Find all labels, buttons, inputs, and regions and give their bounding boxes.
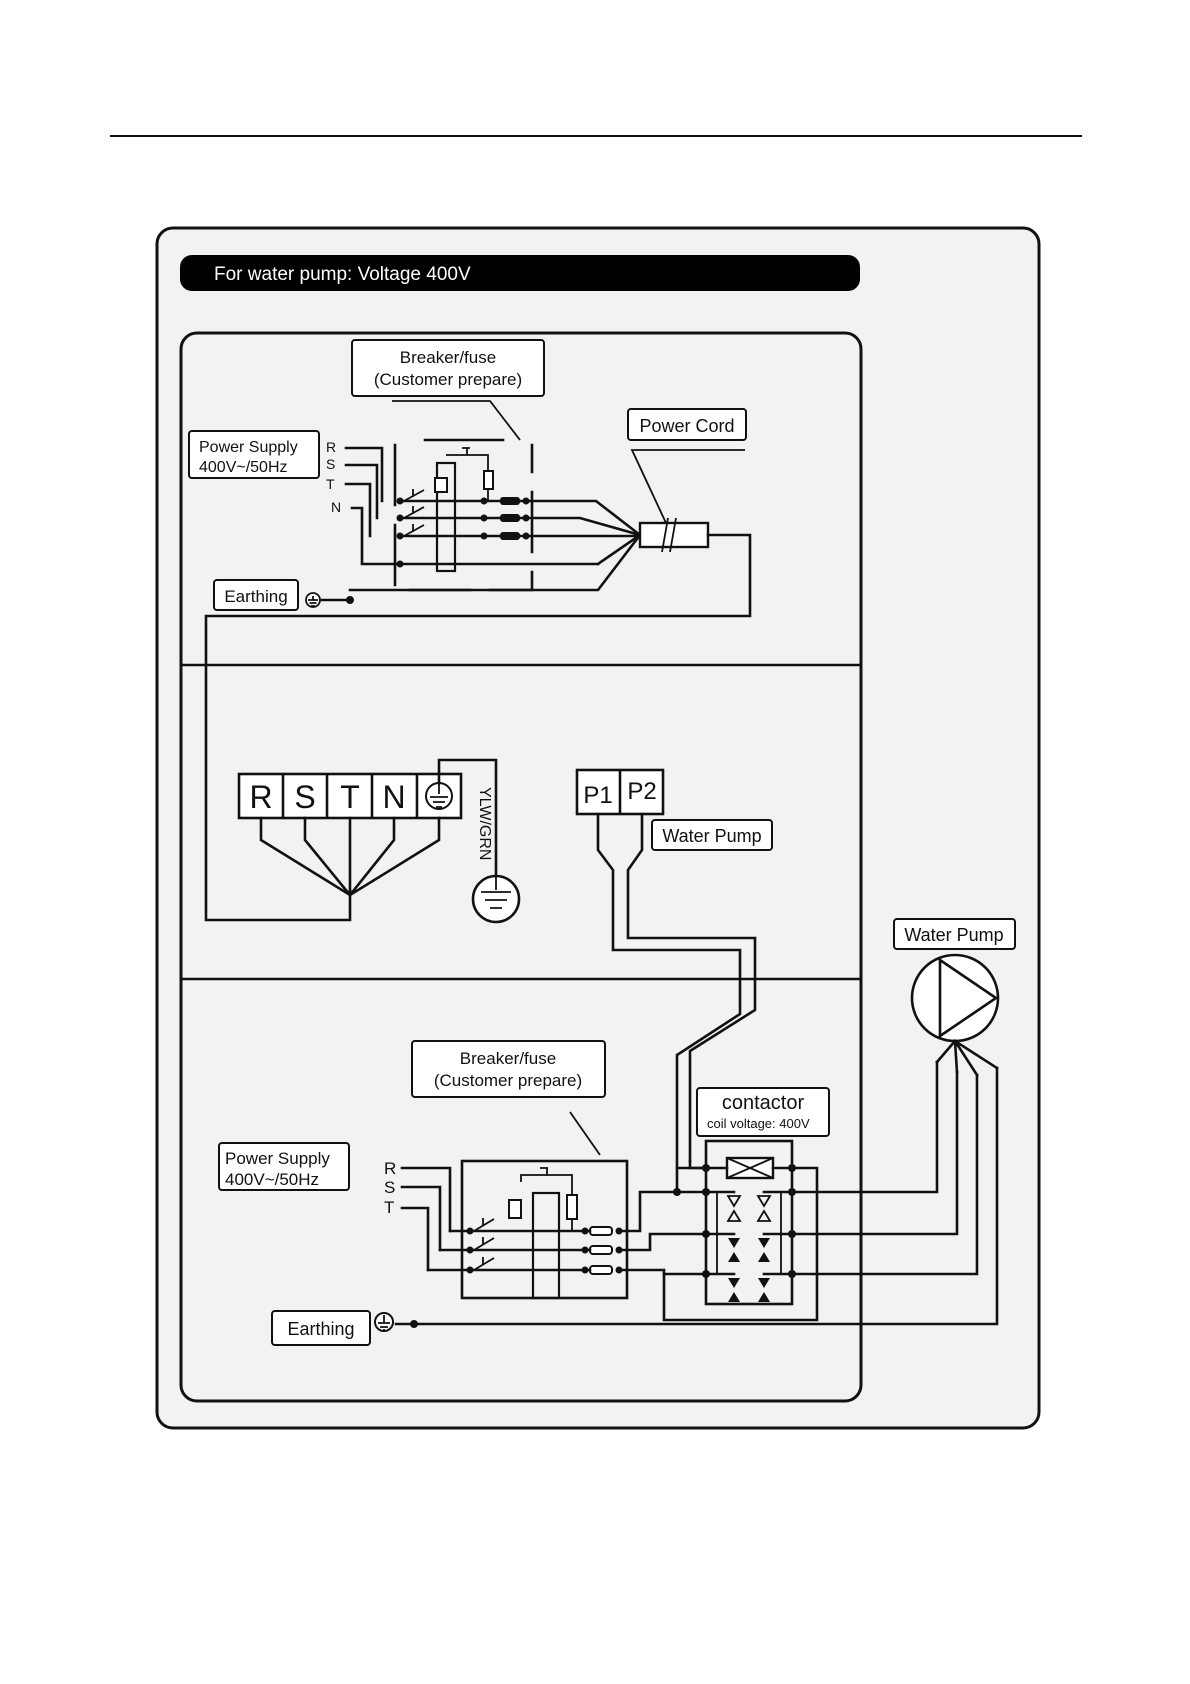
unit-frame xyxy=(181,333,861,1401)
terminal-s: S xyxy=(294,779,315,815)
bottom-breaker-label: Breaker/fuse (Customer prepare) xyxy=(412,1041,605,1097)
power-cord-text: Power Cord xyxy=(639,416,734,436)
bottom-breaker-line-2: (Customer prepare) xyxy=(434,1071,582,1090)
top-power-supply-line-1: Power Supply xyxy=(199,439,298,456)
earth-wire-color: YLW/GRN xyxy=(476,787,493,860)
top-breaker-line-2: (Customer prepare) xyxy=(374,370,522,389)
terminal-p1: P1 xyxy=(583,782,612,809)
bottom-phase-t: T xyxy=(384,1198,394,1217)
top-power-supply-line-2: 400V~/50Hz xyxy=(199,459,288,476)
bottom-breaker-line-1: Breaker/fuse xyxy=(460,1049,556,1068)
top-earthing-text: Earthing xyxy=(224,587,287,606)
top-power-supply-label: Power Supply 400V~/50Hz xyxy=(189,431,319,478)
header-bar-text: For water pump: Voltage 400V xyxy=(214,264,471,285)
bottom-earthing-text: Earthing xyxy=(287,1319,354,1339)
power-cord-label: Power Cord xyxy=(628,409,746,440)
top-phase-n: N xyxy=(331,499,341,515)
contactor-label: contactor coil voltage: 400V xyxy=(697,1088,829,1136)
terminal-block: R S T N xyxy=(239,774,461,818)
contactor-coil-voltage: coil voltage: 400V xyxy=(707,1116,810,1131)
bottom-power-supply-line-2: 400V~/50Hz xyxy=(225,1170,319,1189)
top-phase-t: T xyxy=(326,476,335,492)
top-phase-s: S xyxy=(326,456,335,472)
terminal-n: N xyxy=(382,779,405,815)
top-earthing-label: Earthing xyxy=(214,580,298,610)
terminal-t: T xyxy=(340,779,360,815)
bottom-power-supply-label: Power Supply 400V~/50Hz xyxy=(219,1143,349,1190)
top-phase-r: R xyxy=(326,439,336,455)
top-earth-icon xyxy=(306,593,320,607)
bottom-phase-r: R xyxy=(384,1159,396,1178)
header-bar: For water pump: Voltage 400V xyxy=(180,255,860,291)
bottom-earth-icon xyxy=(375,1313,393,1331)
ground-symbol xyxy=(473,876,519,922)
top-breaker-line-1: Breaker/fuse xyxy=(400,348,496,367)
bottom-earthing-label: Earthing xyxy=(272,1311,370,1345)
top-breaker-label: Breaker/fuse (Customer prepare) xyxy=(352,340,544,396)
bottom-phase-s: S xyxy=(384,1178,395,1197)
middle-pump-label: Water Pump xyxy=(652,820,772,850)
middle-pump-label-text: Water Pump xyxy=(662,826,761,846)
terminal-r: R xyxy=(249,779,272,815)
bottom-power-supply-line-1: Power Supply xyxy=(225,1149,330,1168)
pump-symbol-label: Water Pump xyxy=(904,925,1003,945)
terminal-p2: P2 xyxy=(627,778,656,805)
contactor-text: contactor xyxy=(722,1092,805,1114)
pump-terminal-block: P1 P2 xyxy=(577,770,663,814)
